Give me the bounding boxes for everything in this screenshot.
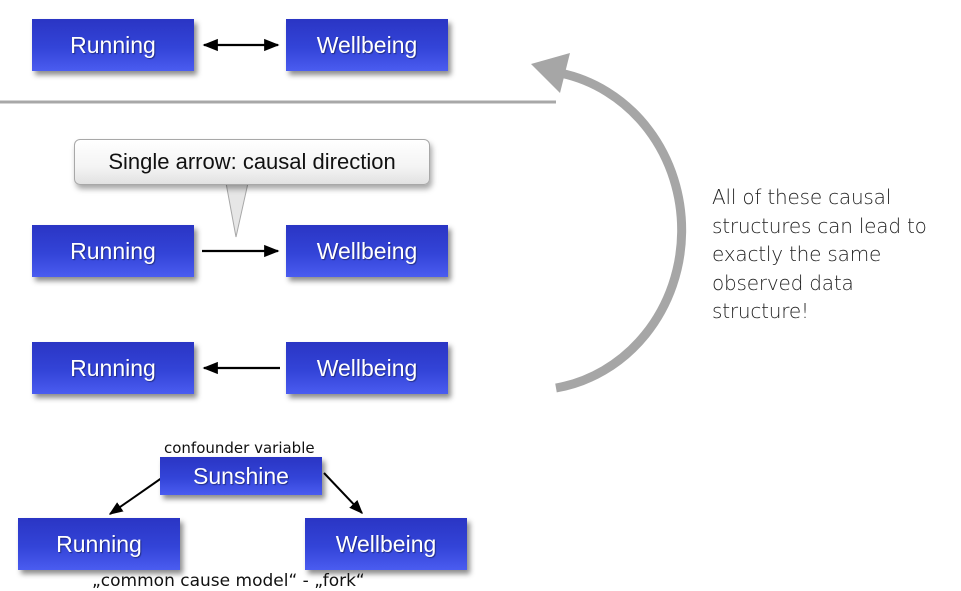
- node-running-row2: Running: [32, 225, 194, 277]
- confounder-label: confounder variable: [164, 439, 315, 457]
- node-running-row3: Running: [32, 342, 194, 394]
- node-sunshine: Sunshine: [160, 457, 322, 495]
- arrow-sunshine-to-running: [108, 474, 167, 515]
- callout-bubble: Single arrow: causal direction: [74, 139, 430, 185]
- node-running-row1: Running: [32, 19, 194, 71]
- callout-text: Single arrow: causal direction: [108, 149, 396, 174]
- node-wellbeing-fork: Wellbeing: [305, 518, 467, 570]
- callout-tail: [225, 182, 249, 238]
- arrow-sunshine-to-wellbeing: [323, 472, 363, 515]
- node-wellbeing-row3: Wellbeing: [286, 342, 448, 394]
- fork-caption: „common cause model“ - „fork“: [92, 571, 365, 591]
- cycle-arrow: [555, 68, 687, 393]
- cycle-arrow-head: [531, 53, 570, 93]
- node-wellbeing-row2: Wellbeing: [286, 225, 448, 277]
- node-wellbeing-row1: Wellbeing: [286, 19, 448, 71]
- side-note: All of these causal structures can lead …: [712, 185, 927, 323]
- node-running-fork: Running: [18, 518, 180, 570]
